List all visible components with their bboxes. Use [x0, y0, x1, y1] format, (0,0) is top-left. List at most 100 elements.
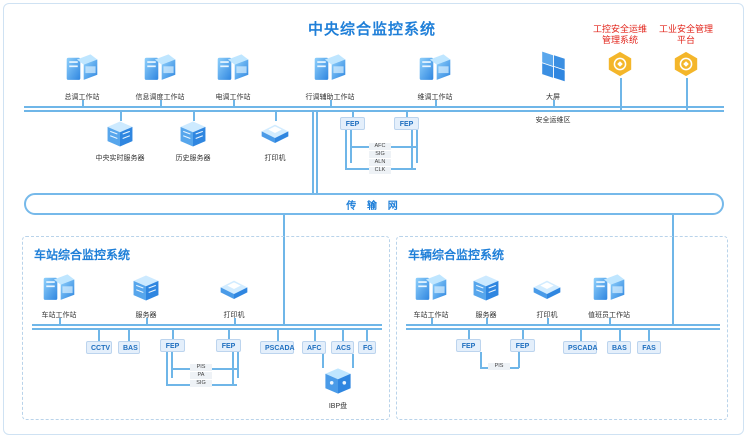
cctv-box[interactable]: CCTV	[86, 341, 112, 354]
trunk	[312, 111, 314, 193]
industrial-security-label: 工业安全管理 平台	[658, 24, 714, 45]
afc-box[interactable]: AFC	[302, 341, 326, 354]
subsystem-label: AFC	[369, 143, 391, 150]
ibp-panel-icon[interactable]	[320, 364, 356, 398]
security-zone-label: 安全运维区	[535, 117, 571, 124]
fep-box[interactable]: FEP	[510, 339, 535, 352]
bas-box[interactable]: BAS	[607, 341, 631, 354]
server-label: 中央实时服务器	[95, 155, 145, 162]
printer-label: 打印机	[264, 155, 286, 162]
workstation-icon[interactable]	[216, 52, 250, 84]
printer-icon[interactable]	[217, 274, 251, 304]
workstation-icon[interactable]	[143, 52, 177, 84]
server-icon[interactable]	[128, 272, 164, 304]
connector	[518, 352, 520, 368]
workstation-label: 信息调度工作站	[135, 94, 185, 101]
central-title: 中央综合监控系统	[307, 21, 437, 38]
trunk	[672, 215, 674, 324]
station-region	[22, 236, 390, 420]
server-label: 服务器	[135, 312, 157, 319]
pscada-box[interactable]: PSCADA	[563, 341, 598, 354]
fas-box[interactable]: FAS	[637, 341, 661, 354]
connector	[480, 352, 482, 368]
transport-network: 传 输 网	[24, 193, 724, 215]
vehicle-bus	[406, 324, 720, 326]
connector	[486, 318, 488, 324]
workstation-label: 车站工作站	[41, 312, 77, 319]
diagram-frame	[3, 3, 744, 435]
connector	[366, 329, 368, 341]
workstation-icon[interactable]	[414, 272, 448, 304]
trunk	[316, 111, 318, 193]
acs-box[interactable]: ACS	[331, 341, 354, 354]
connector	[120, 111, 122, 121]
connector	[431, 318, 433, 324]
connector	[128, 329, 130, 341]
fep-box[interactable]: FEP	[160, 339, 185, 352]
fep-box[interactable]: FEP	[216, 339, 241, 352]
connector	[522, 329, 524, 339]
big-screen-icon[interactable]	[535, 46, 571, 86]
workstation-icon[interactable]	[418, 52, 452, 84]
workstation-icon[interactable]	[65, 52, 99, 84]
trunk	[283, 215, 285, 324]
connector	[322, 354, 324, 368]
workstation-icon[interactable]	[42, 272, 76, 304]
connector	[620, 78, 622, 110]
connector	[228, 329, 230, 339]
fep-box[interactable]: FEP	[456, 339, 481, 352]
workstation-label: 电调工作站	[215, 94, 251, 101]
subsystem-label: SIG	[190, 380, 212, 387]
security-ops-label: 工控安全运维 管理系统	[592, 24, 648, 45]
industrial-security-hex-icon[interactable]	[672, 50, 700, 78]
pscada-box[interactable]: PSCADA	[260, 341, 295, 354]
workstation-icon[interactable]	[313, 52, 347, 84]
connector	[59, 318, 61, 324]
workstation-icon[interactable]	[592, 272, 626, 304]
fep-box[interactable]: FEP	[394, 117, 419, 130]
transport-label: 传 输 网	[346, 201, 402, 212]
printer-icon[interactable]	[258, 118, 292, 148]
printer-label: 打印机	[536, 312, 558, 319]
connector	[82, 100, 84, 106]
central-bus	[24, 106, 724, 108]
connector	[342, 329, 344, 341]
ibp-label: IBP盘	[328, 403, 348, 410]
connector	[411, 130, 413, 168]
subsystem-label: CLK	[369, 167, 391, 174]
connector	[609, 318, 611, 324]
printer-label: 打印机	[223, 312, 245, 319]
subsystem-label: SIG	[369, 151, 391, 158]
connector	[275, 111, 277, 121]
connector	[330, 100, 332, 106]
server-icon[interactable]	[102, 118, 138, 150]
connector	[171, 352, 173, 378]
central-bus	[24, 110, 724, 112]
station-title: 车站综合监控系统	[34, 248, 131, 262]
workstation-label: 行调辅助工作站	[305, 94, 355, 101]
connector	[435, 100, 437, 106]
workstation-label: 维调工作站	[417, 94, 453, 101]
fg-box[interactable]: FG	[358, 341, 376, 354]
security-ops-hex-icon[interactable]	[606, 50, 634, 78]
server-icon[interactable]	[468, 272, 504, 304]
fep-box[interactable]: FEP	[340, 117, 365, 130]
connector	[406, 111, 408, 117]
subsystem-label: PIS	[190, 364, 212, 371]
connector	[237, 352, 239, 378]
connector	[166, 352, 168, 384]
subsystem-label: PIS	[488, 363, 510, 370]
connector	[352, 354, 354, 368]
connector	[345, 130, 347, 168]
workstation-label: 车站工作站	[413, 312, 449, 319]
connector	[580, 329, 582, 341]
connector	[160, 100, 162, 106]
connector	[619, 329, 621, 341]
connector	[352, 111, 354, 117]
connector	[468, 329, 470, 339]
server-icon[interactable]	[175, 118, 211, 150]
printer-icon[interactable]	[530, 274, 564, 304]
bas-box[interactable]: BAS	[118, 341, 140, 354]
big-screen-label: 大屏	[546, 94, 560, 101]
workstation-label: 总调工作站	[64, 94, 100, 101]
